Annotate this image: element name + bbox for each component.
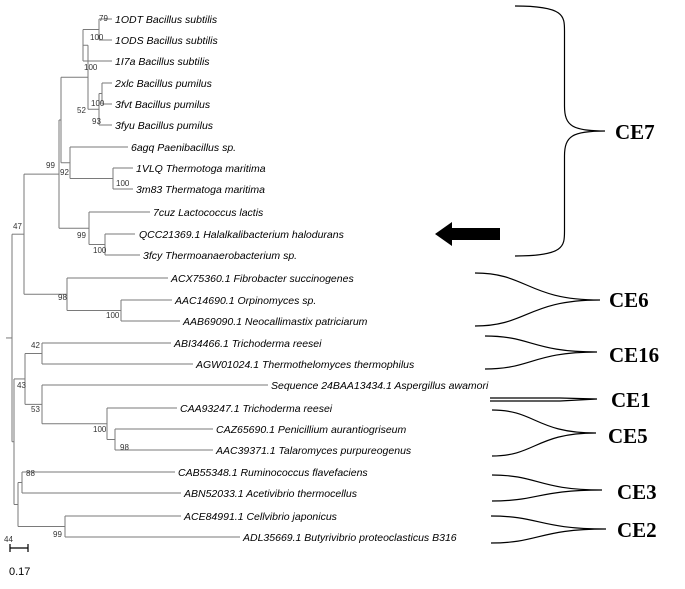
bootstrap-value: 100	[84, 63, 98, 72]
leaf-labels: 1ODT Bacillus subtilis 1ODS Bacillus subt…	[114, 14, 489, 544]
cluster-bracket	[514, 5, 606, 257]
cluster-brackets	[474, 5, 607, 544]
leaf-label: 7cuz Lactococcus lactis	[153, 207, 264, 219]
bootstrap-value: 100	[93, 425, 107, 434]
bootstrap-value: 100	[91, 99, 105, 108]
leaf-label: AAC14690.1 Orpinomyces sp.	[174, 295, 316, 307]
bootstrap-value: 98	[120, 443, 129, 452]
leaf-label: AAB69090.1 Neocallimastix patriciarum	[182, 316, 368, 328]
leaf-label: 2xlc Bacillus pumilus	[114, 78, 213, 90]
leaf-label: 1VLQ Thermotoga maritima	[136, 163, 266, 175]
bootstrap-value: 100	[93, 246, 107, 255]
leaf-label: CAZ65690.1 Penicillium aurantiogriseum	[216, 424, 407, 436]
bootstrap-value: 99	[46, 161, 55, 170]
leaf-label: 3m83 Thermatoga maritima	[136, 184, 265, 196]
leaf-label: ADL35669.1 Butyrivibrio proteoclasticus …	[242, 532, 457, 544]
bootstrap-value: 99	[77, 231, 86, 240]
cluster-bracket	[490, 397, 598, 402]
bootstrap-value: 52	[77, 106, 86, 115]
cluster-label: CE7	[615, 120, 655, 144]
scale-bar-label: 0.17	[9, 566, 30, 578]
cluster-bracket	[491, 474, 603, 502]
bootstrap-value: 88	[26, 469, 35, 478]
bootstrap-value: 53	[31, 405, 40, 414]
leaf-label: CAB55348.1 Ruminococcus flavefaciens	[178, 467, 368, 479]
leaf-label: AGW01024.1 Thermothelomyces thermophilus	[195, 359, 415, 371]
bootstrap-value: 92	[60, 168, 69, 177]
tree-branches	[6, 18, 268, 538]
leaf-label: Sequence 24BAA13434.1 Aspergillus awamor…	[271, 380, 489, 392]
leaf-label: CAA93247.1 Trichoderma reesei	[180, 403, 333, 415]
bootstrap-value: 99	[53, 530, 62, 539]
leaf-label: ACE84991.1 Cellvibrio japonicus	[183, 511, 338, 523]
bootstrap-value: 100	[90, 33, 104, 42]
cluster-label: CE5	[608, 424, 648, 448]
leaf-label: 1ODS Bacillus subtilis	[115, 35, 218, 47]
cluster-label: CE16	[609, 343, 659, 367]
highlight-arrow-icon	[435, 222, 500, 246]
scale-bar: 0.17	[9, 544, 30, 578]
leaf-label: QCC21369.1 Halalkalibacterium halodurans	[139, 229, 345, 241]
bootstrap-value: 100	[106, 311, 120, 320]
cluster-bracket	[491, 409, 597, 457]
bootstrap-value: 42	[31, 341, 40, 350]
bootstrap-value: 100	[116, 179, 130, 188]
cluster-bracket	[484, 335, 598, 370]
leaf-label: 1ODT Bacillus subtilis	[115, 14, 218, 26]
cluster-bracket	[490, 515, 607, 544]
leaf-label: AAC39371.1 Talaromyces purpureogenus	[215, 445, 412, 457]
leaf-label: 1I7a Bacillus subtilis	[115, 56, 210, 68]
cluster-bracket	[474, 272, 601, 327]
leaf-label: 3fcy Thermoanaerobacterium sp.	[143, 250, 297, 262]
bootstrap-value: 47	[13, 222, 22, 231]
cluster-label: CE6	[609, 288, 649, 312]
leaf-label: 3fyu Bacillus pumilus	[115, 120, 214, 132]
bootstrap-value: 98	[58, 293, 67, 302]
bootstrap-values: 79 100 100 100 93 52 92 100 99 99 100 47 98 100 42 43 53…	[4, 14, 130, 544]
cluster-label: CE2	[617, 518, 657, 542]
leaf-label: ACX75360.1 Fibrobacter succinogenes	[170, 273, 354, 285]
bootstrap-value: 44	[4, 535, 13, 544]
cluster-label: CE3	[617, 480, 657, 504]
cluster-label: CE1	[611, 388, 651, 412]
leaf-label: 3fvt Bacillus pumilus	[115, 99, 211, 111]
bootstrap-value: 79	[99, 14, 108, 23]
leaf-label: ABN52033.1 Acetivibrio thermocellus	[183, 488, 358, 500]
leaf-label: 6agq Paenibacillus sp.	[131, 142, 236, 154]
leaf-label: ABI34466.1 Trichoderma reesei	[173, 338, 322, 350]
bootstrap-value: 43	[17, 381, 26, 390]
bootstrap-value: 93	[92, 117, 101, 126]
